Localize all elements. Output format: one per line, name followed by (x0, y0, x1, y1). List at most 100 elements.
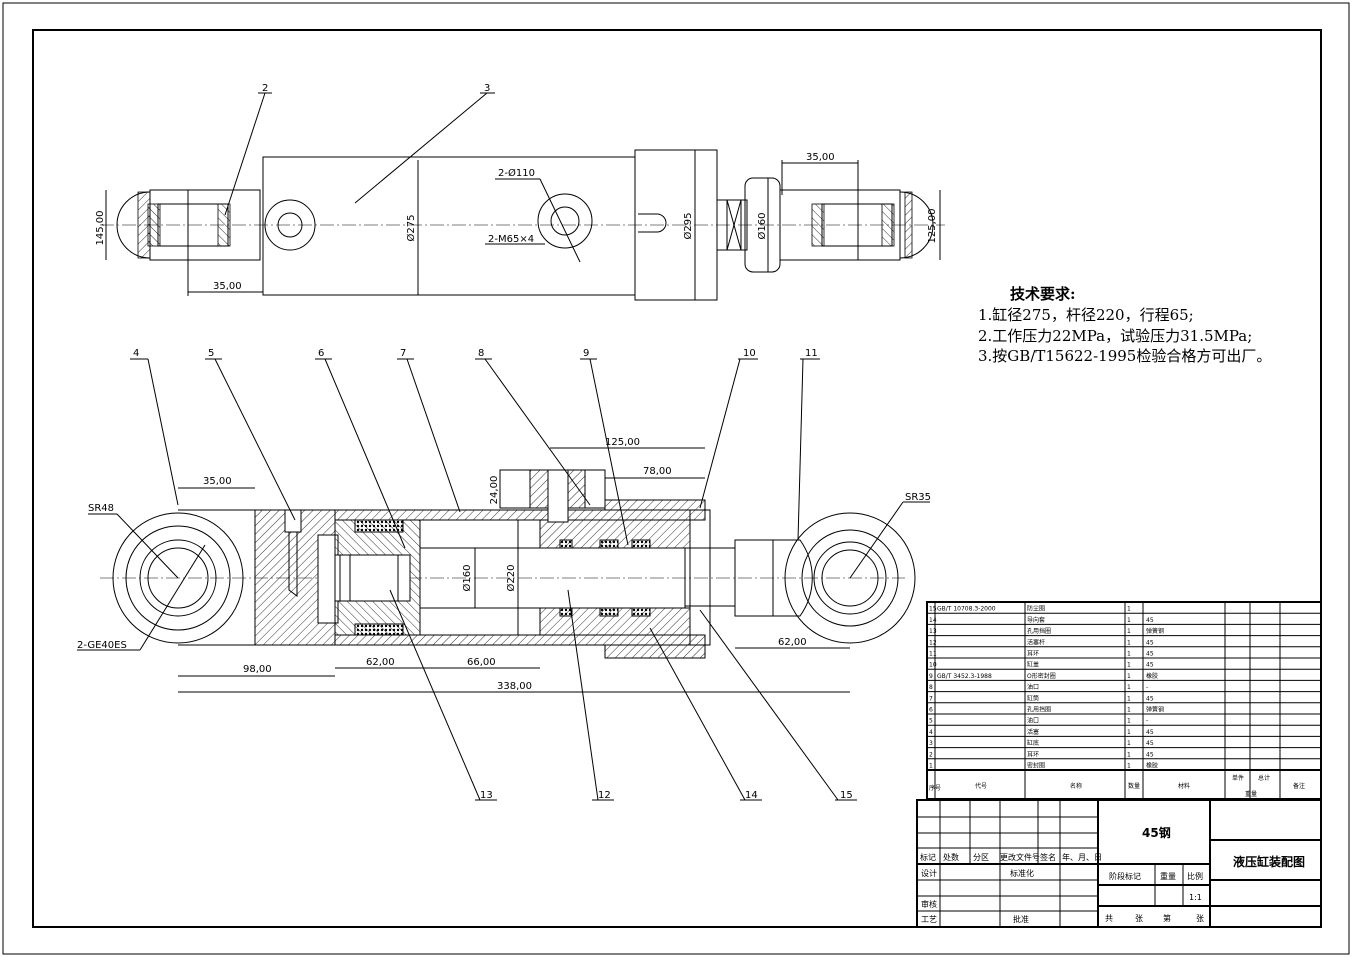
dim-125s: 125,00 (605, 437, 640, 448)
callout-13: 13 (480, 790, 493, 801)
dim-35: 35,00 (203, 476, 232, 487)
tb-mark: 标记 (920, 852, 936, 862)
dim-220: Ø220 (505, 565, 517, 592)
dim-62b: 62,00 (778, 637, 807, 648)
tb-approve: 批准 (1013, 914, 1029, 924)
bom-cell-no: 5 (929, 718, 933, 725)
tb-craft: 工艺 (921, 915, 937, 924)
bom-header-weight: 重量 (1245, 790, 1257, 798)
bom-header-unit: 单件 (1232, 774, 1244, 782)
bom-cell-mat: - (1146, 718, 1148, 725)
bom-cell-no: 12 (929, 639, 937, 646)
callout-12: 12 (598, 790, 611, 801)
callout-6: 6 (318, 348, 324, 359)
bom-cell-name: 油口 (1027, 683, 1039, 691)
bom-cell-name: 缸筒 (1027, 694, 1039, 702)
bom-cell-mat: 45 (1146, 729, 1154, 736)
bom-cell-no: 2 (929, 751, 933, 758)
bom-cell-no: 14 (929, 617, 937, 624)
bom-cell-name: 导向套 (1027, 616, 1045, 624)
bom-cell-no: 15 (929, 606, 937, 613)
bom-cell-mat: 45 (1146, 651, 1154, 658)
bom-header-mat: 材料 (1178, 782, 1190, 790)
bom-cell-qty: 1 (1127, 617, 1131, 624)
requirements-title: 技术要求: (1010, 285, 1076, 303)
bom-cell-name: 耳环 (1027, 651, 1039, 658)
bom-cell-name: 孔用挡圈 (1027, 627, 1051, 635)
dim-295: Ø295 (682, 213, 694, 240)
bom-cell-name: 密封圈 (1027, 762, 1045, 770)
bom-cell-qty: 1 (1127, 662, 1131, 669)
tb-check: 审核 (921, 899, 937, 909)
dim-sr48: SR48 (88, 503, 114, 514)
bom-cell-qty: 1 (1127, 639, 1131, 646)
bom-cell-no: 1 (929, 763, 933, 770)
tb-drawing-title: 液压缸装配图 (1233, 854, 1305, 869)
bom-cell-qty: 1 (1127, 751, 1131, 758)
bom-cell-no: 10 (929, 662, 937, 669)
bom-cell-no: 6 (929, 707, 933, 714)
bom-cell-mat: 橡胶 (1146, 762, 1158, 770)
section-dimensions: SR48 SR35 2-GE40ES 35,00 24,00 125,00 78… (77, 348, 931, 801)
dim-275: Ø275 (405, 215, 417, 242)
bom-header-name: 名称 (1070, 782, 1082, 790)
dim-338: 338,00 (497, 681, 532, 692)
tb-material: 45钢 (1142, 825, 1171, 840)
bom-cell-qty: 1 (1127, 695, 1131, 702)
dim-110: 2-Ø110 (498, 167, 535, 179)
tb-sheet1: 张 (1135, 914, 1143, 923)
callout-14: 14 (745, 790, 758, 801)
callout-15: 15 (840, 790, 853, 801)
bom-cell-qty: 1 (1127, 606, 1131, 613)
callout-8: 8 (478, 348, 484, 359)
callout-7: 7 (400, 348, 406, 359)
tb-ratio: 比例 (1187, 871, 1203, 881)
bom-cell-no: 7 (929, 695, 933, 702)
bom-cell-qty: 1 (1127, 684, 1131, 691)
dim-145: 145,00 (95, 211, 106, 246)
tb-change-doc: 更改文件号 (1000, 852, 1040, 862)
dim-78: 78,00 (643, 466, 672, 477)
bom-header-qty: 数量 (1128, 782, 1140, 790)
bom-cell-name: 缸底 (1027, 739, 1039, 747)
requirement-line-3: 3.按GB/T15622-1995检验合格方可出厂。 (978, 347, 1272, 365)
bom-cell-no: 3 (929, 740, 933, 747)
bom-cell-mat: 45 (1146, 695, 1154, 702)
tb-total: 共 (1105, 914, 1113, 923)
bom-cell-name: 油口 (1027, 717, 1039, 725)
callout-10: 10 (743, 348, 756, 359)
tb-zone: 分区 (973, 853, 989, 862)
bom-cell-qty: 1 (1127, 651, 1131, 658)
dim-m65: 2-M65×4 (488, 234, 534, 245)
callout-9: 9 (583, 348, 589, 359)
dim-24: 24,00 (489, 476, 500, 505)
bom-cell-mat: 45 (1146, 751, 1154, 758)
bom-cell-mat: 45 (1146, 662, 1154, 669)
bom-cell-code: GB/T 3452.3-1988 (937, 673, 992, 680)
requirement-line-1: 1.缸径275，杆径220，行程65; (978, 306, 1194, 324)
tb-sign: 签名 (1040, 852, 1056, 862)
bom-cell-qty: 1 (1127, 628, 1131, 635)
bom-header-code: 代号 (975, 782, 987, 790)
callout-5: 5 (208, 348, 214, 359)
section-view (100, 469, 916, 659)
tb-no: 第 (1163, 913, 1171, 923)
title-block: 45钢 液压缸装配图 标记 处数 分区 更改文件号 签名 年、月、日 设计 标准… (916, 799, 1322, 928)
bom-cell-no: 11 (929, 651, 937, 658)
bom-cell-name: 孔用挡圈 (1027, 706, 1051, 714)
tb-weight: 重量 (1160, 871, 1176, 881)
bom-cell-qty: 1 (1127, 718, 1131, 725)
bom-cell-no: 4 (929, 729, 933, 736)
tb-sheet2: 张 (1196, 914, 1204, 923)
tb-standard: 标准化 (1010, 868, 1034, 878)
bom-cell-name: 缸盖 (1027, 661, 1039, 669)
bom-cell-name: O形密封圈 (1027, 672, 1056, 680)
dim-35b: 35,00 (806, 152, 835, 163)
bom-cell-mat: 45 (1146, 740, 1154, 747)
bom-cell-code: GB/T 10708.3-2000 (937, 606, 996, 613)
bom-header-note: 备注 (1293, 782, 1305, 790)
tb-date: 年、月、日 (1062, 852, 1102, 862)
